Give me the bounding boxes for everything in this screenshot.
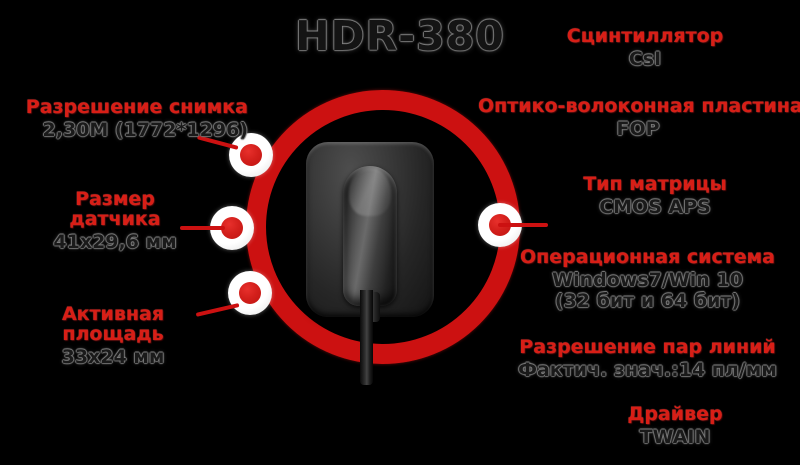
callout-fiber-optic-plate-value: FOP [616, 117, 660, 140]
callout-image-resolution-value: 2,30M (1772*1296) [42, 118, 248, 141]
leader-line-active-area [195, 303, 240, 317]
callout-matrix-type-value: CMOS APS [599, 195, 711, 218]
node-dot-icon [240, 144, 262, 166]
callout-matrix-type-heading: Тип матрицы [583, 173, 727, 195]
callout-image-resolution: Разрешение снимка 2,30M (1772*1296) [0, 96, 248, 141]
node-marker-image-resolution[interactable] [229, 133, 273, 177]
callout-active-area: Активная площадь 33x24 мм [28, 303, 198, 368]
callout-operating-system: Операционная система Windows7/Win 10 (32… [500, 246, 795, 312]
callout-scintillator: Сцинтиллятор CsI [500, 25, 790, 70]
node-dot-icon [239, 282, 261, 304]
callout-operating-system-value-secondary: (32 бит и 64 бит) [554, 289, 741, 312]
callout-active-area-heading-line1: Активная [61, 303, 165, 325]
callout-active-area-heading-line2: площадь [62, 322, 164, 345]
callout-sensor-size-value: 41x29,6 мм [53, 230, 177, 253]
page-title: HDR-380 [295, 12, 505, 60]
callout-sensor-size-heading-line1: Размер [75, 188, 155, 210]
callout-matrix-type: Тип матрицы CMOS APS [520, 173, 790, 218]
callout-fiber-optic-plate: Оптико-волоконная пластина FOP [478, 95, 800, 140]
node-marker-active-area[interactable] [228, 271, 272, 315]
callout-image-resolution-heading: Разрешение снимка [25, 96, 248, 118]
callout-driver-heading: Драйвер [627, 403, 723, 425]
callout-line-pair-resolution-heading: Разрешение пар линий [519, 336, 776, 358]
callout-operating-system-value: Windows7/Win 10 [552, 268, 743, 291]
callout-line-pair-resolution: Разрешение пар линий Фактич. знач.:14 пл… [500, 336, 795, 381]
callout-driver-value: TWAIN [639, 425, 711, 448]
callout-operating-system-heading: Операционная система [519, 246, 775, 268]
callout-scintillator-heading: Сцинтиллятор [566, 25, 724, 47]
leader-line-sensor-size [180, 226, 225, 230]
callout-scintillator-value: CsI [628, 47, 662, 70]
dental-x-ray-sensor-image [306, 142, 434, 322]
sensor-cable [360, 290, 373, 385]
sensor-dome [343, 166, 397, 306]
node-dot-icon [221, 217, 243, 239]
callout-driver: Драйвер TWAIN [560, 403, 790, 448]
callout-sensor-size: Размер датчика 41x29,6 мм [30, 188, 200, 253]
callout-sensor-size-heading-line2: датчика [69, 207, 161, 230]
callout-line-pair-resolution-value: Фактич. знач.:14 пл/мм [518, 358, 777, 381]
callout-active-area-value: 33x24 мм [61, 345, 165, 368]
sensor-dome-highlight [349, 168, 391, 216]
leader-line-right-group [498, 223, 548, 227]
callout-fiber-optic-plate-heading: Оптико-волоконная пластина [478, 95, 800, 117]
